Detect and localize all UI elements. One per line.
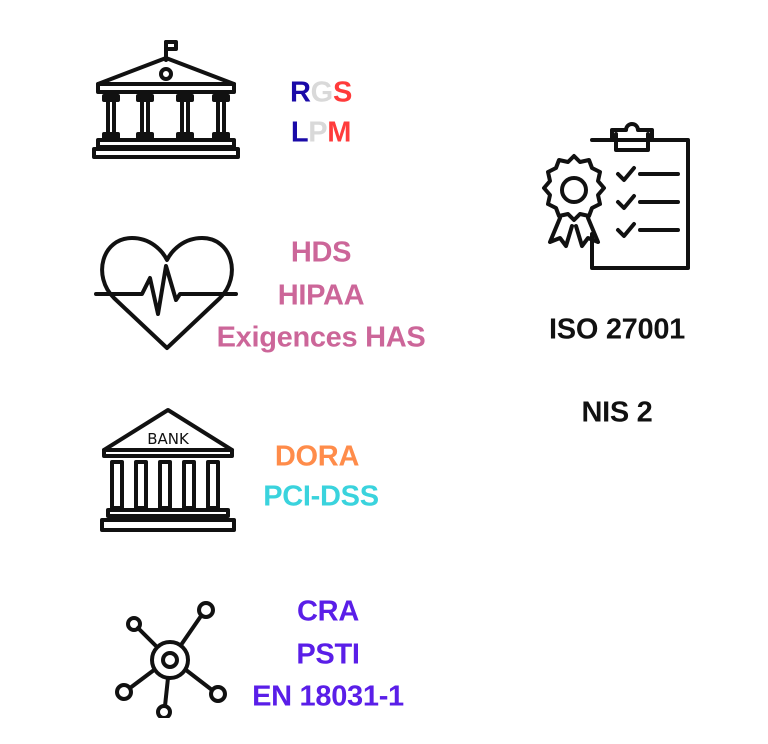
en-18031-1-label: EN 18031-1	[252, 680, 404, 713]
psti-label: PSTI	[296, 638, 360, 671]
heartbeat-icon	[92, 230, 242, 360]
rgs-label: RGS	[290, 77, 352, 110]
hipaa-label: HIPAA	[277, 279, 365, 312]
certified-checklist-icon	[540, 122, 696, 279]
lpm-label: LPM	[290, 116, 352, 150]
hds-label: HDS	[290, 236, 352, 269]
letter: M	[327, 116, 352, 149]
letter: P	[308, 116, 328, 149]
pci-dss-label: PCI-DSS	[263, 480, 379, 513]
letter: S	[332, 76, 352, 109]
bank-icon-label: BANK	[147, 430, 190, 448]
network-hub-icon	[108, 598, 228, 723]
government-building-icon	[90, 38, 242, 167]
exigences-has-label: Exigences HAS	[216, 321, 426, 354]
cra-label: CRA	[297, 595, 359, 628]
iso-27001-label: ISO 27001	[549, 313, 685, 346]
letter: L	[290, 116, 309, 149]
nis-2-label: NIS 2	[581, 396, 653, 429]
letter: R	[290, 76, 311, 109]
dora-label: DORA	[274, 440, 360, 473]
letter: G	[310, 76, 334, 109]
bank-icon: BANK	[98, 406, 238, 541]
